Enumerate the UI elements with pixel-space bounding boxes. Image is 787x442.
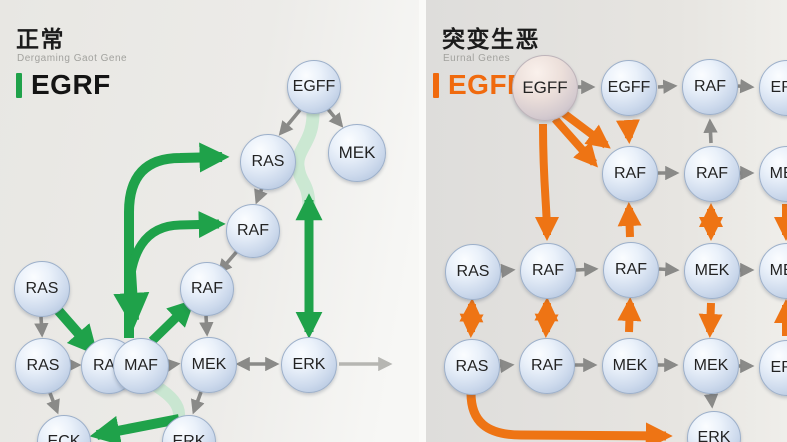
arrow-gray	[703, 393, 719, 409]
node-ras: RAS	[15, 338, 71, 394]
arrow-gray	[737, 78, 755, 94]
arrow-orange	[559, 108, 611, 149]
node-egff: EGFF	[512, 55, 578, 121]
arrow-orange	[552, 116, 598, 168]
arrow-softgreen	[291, 107, 320, 215]
arrow-orange	[617, 202, 642, 238]
node-raf: RAF	[603, 242, 659, 298]
arrow-gray	[190, 391, 205, 415]
arrow-orange	[698, 302, 723, 338]
arrow-green	[113, 271, 150, 329]
arrow-gray	[165, 358, 181, 373]
arrow-gray	[325, 106, 344, 128]
panel-subtitle: Eurnal Genes	[443, 53, 511, 64]
node-maf: MAF	[113, 338, 169, 394]
accent-bar	[16, 72, 22, 98]
arrow-gray	[34, 316, 49, 338]
node-mek: MEK	[328, 124, 386, 182]
arrow-orange	[615, 119, 640, 144]
node-mek: MEK	[602, 338, 658, 394]
node-ras: RAS	[14, 261, 70, 317]
node-raf: RAF	[226, 204, 280, 258]
panel-title: 突变生恶	[442, 26, 540, 52]
arrow-green	[89, 414, 180, 442]
arrow-gray	[199, 315, 214, 337]
arrow-gray	[499, 358, 515, 374]
node-ras: RAS	[445, 244, 501, 300]
normal-pathway-panel: 正常 Dergaming Gaot Gene EGRF EGFF RAS MEK RA…	[0, 0, 419, 442]
arrow-gray	[658, 262, 680, 277]
node-egff: EGFF	[601, 60, 657, 116]
arrow-gray	[254, 187, 268, 205]
panel-divider	[419, 0, 426, 442]
node-ras: RAS	[240, 134, 296, 190]
gene-label: EGFF	[448, 69, 525, 100]
arrow-gray	[703, 118, 718, 144]
node-mek: MEK	[684, 243, 740, 299]
node-mek: MEK	[683, 338, 739, 394]
arrow-green	[124, 142, 230, 338]
node-erk: ERK	[281, 337, 337, 393]
gene-heading: EGFF	[433, 71, 525, 99]
mutant-pathway-panel: 突变生恶 Eurnal Genes EGFF EGFFEGFFRAFERKRAF…	[426, 0, 787, 442]
node-raf: RAF	[519, 338, 575, 394]
arrow-gray	[575, 262, 599, 277]
arrow-gray	[278, 108, 302, 136]
gene-heading: EGRF	[16, 71, 111, 99]
node-raf: RAF	[180, 262, 234, 316]
arrow-green	[53, 305, 98, 356]
arrow-orange	[534, 297, 559, 338]
node-raf: RAF	[682, 59, 738, 115]
node-erk: ERK	[687, 411, 741, 442]
node-ras: RAS	[444, 339, 500, 395]
arrow-layer	[459, 78, 787, 442]
node-raf: RAF	[602, 146, 658, 202]
node-egff: EGFF	[287, 60, 341, 114]
arrow-orange	[617, 297, 642, 333]
arrow-layer	[34, 106, 393, 442]
accent-bar	[433, 72, 439, 98]
arrow-gray	[46, 392, 60, 415]
arrow-green	[148, 299, 195, 345]
arrow-orange	[466, 392, 673, 442]
gene-label: EGRF	[31, 69, 111, 100]
arrow-orange	[459, 298, 484, 338]
node-raf: RAF	[684, 146, 740, 202]
node-mek: MEK	[181, 337, 237, 393]
panel-subtitle: Dergaming Gaot Gene	[17, 53, 128, 64]
arrow-orange	[534, 123, 559, 241]
arrow-gray	[657, 79, 678, 94]
arrow-gray	[500, 263, 516, 279]
node-raf: RAF	[520, 243, 576, 299]
panel-title: 正常	[16, 26, 65, 52]
